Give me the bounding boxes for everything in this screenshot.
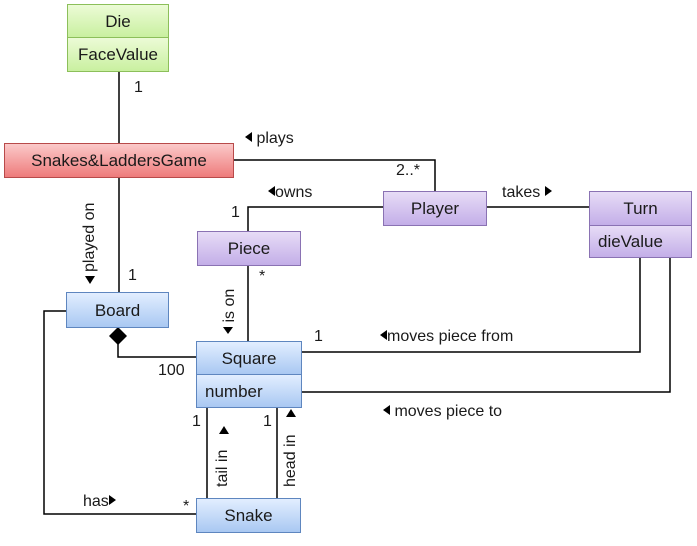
owns-label: owns bbox=[268, 185, 312, 201]
die-attribute-facevalue[interactable]: FaceValue bbox=[67, 37, 169, 72]
arrow-down-icon bbox=[223, 327, 233, 334]
head-in-label: head in bbox=[282, 434, 299, 488]
die-class-name[interactable]: Die bbox=[67, 4, 169, 38]
multiplicity-die: 1 bbox=[134, 79, 143, 96]
has-label: has bbox=[83, 494, 116, 510]
snakes-ladders-game-class[interactable]: Snakes&LaddersGame bbox=[4, 143, 234, 178]
arrow-right-icon bbox=[544, 186, 552, 196]
turn-attribute-dievalue[interactable]: dieValue bbox=[589, 225, 692, 258]
moves-from-text: moves piece from bbox=[387, 328, 514, 345]
arrow-up-icon bbox=[219, 426, 229, 434]
is-on-label: is on bbox=[221, 288, 238, 334]
tail-in-label: tail in bbox=[214, 449, 231, 487]
multiplicity-square-head: 1 bbox=[263, 413, 272, 430]
line-plays bbox=[233, 159, 436, 191]
multiplicity-square-tail: 1 bbox=[192, 413, 201, 430]
piece-class[interactable]: Piece bbox=[197, 231, 301, 266]
has-text: has bbox=[83, 493, 109, 510]
takes-text: takes bbox=[502, 184, 541, 201]
played-on-label: played on bbox=[81, 202, 98, 272]
multiplicity-piece-owns: 1 bbox=[231, 204, 240, 221]
moves-from-label: moves piece from bbox=[380, 329, 513, 345]
arrow-down-icon bbox=[85, 276, 95, 284]
square-class-name[interactable]: Square bbox=[196, 341, 302, 375]
line-moves-to bbox=[302, 258, 671, 393]
multiplicity-player-plays: 2..* bbox=[396, 162, 421, 179]
multiplicity-snake: * bbox=[183, 498, 190, 515]
arrow-left-icon bbox=[268, 186, 275, 196]
moves-to-text: moves piece to bbox=[394, 403, 503, 420]
snake-class[interactable]: Snake bbox=[196, 498, 301, 533]
line-has bbox=[43, 310, 196, 515]
line-moves-from bbox=[302, 258, 641, 353]
turn-class-name[interactable]: Turn bbox=[589, 191, 692, 226]
is-on-text: is on bbox=[221, 288, 238, 323]
line-board-square bbox=[117, 344, 196, 358]
arrow-right-icon bbox=[108, 495, 116, 505]
multiplicity-piece-is-on: * bbox=[259, 268, 266, 285]
board-class[interactable]: Board bbox=[66, 292, 169, 328]
arrow-left-icon bbox=[383, 405, 390, 415]
multiplicity-square-moves-from: 1 bbox=[314, 328, 323, 345]
arrow-up-icon bbox=[286, 409, 296, 417]
multiplicity-board: 1 bbox=[128, 267, 137, 284]
arrow-left-icon bbox=[380, 330, 387, 340]
square-attribute-number[interactable]: number bbox=[196, 374, 302, 408]
plays-label: plays bbox=[245, 131, 294, 147]
moves-to-label: moves piece to bbox=[383, 404, 502, 420]
composition-diamond-icon bbox=[109, 327, 127, 345]
player-class[interactable]: Player bbox=[383, 191, 487, 226]
multiplicity-square-100: 100 bbox=[158, 362, 185, 379]
plays-text: plays bbox=[256, 130, 294, 147]
owns-text: owns bbox=[275, 184, 313, 201]
line-owns bbox=[247, 206, 383, 231]
arrow-left-icon bbox=[245, 132, 252, 142]
takes-label: takes bbox=[502, 185, 552, 201]
